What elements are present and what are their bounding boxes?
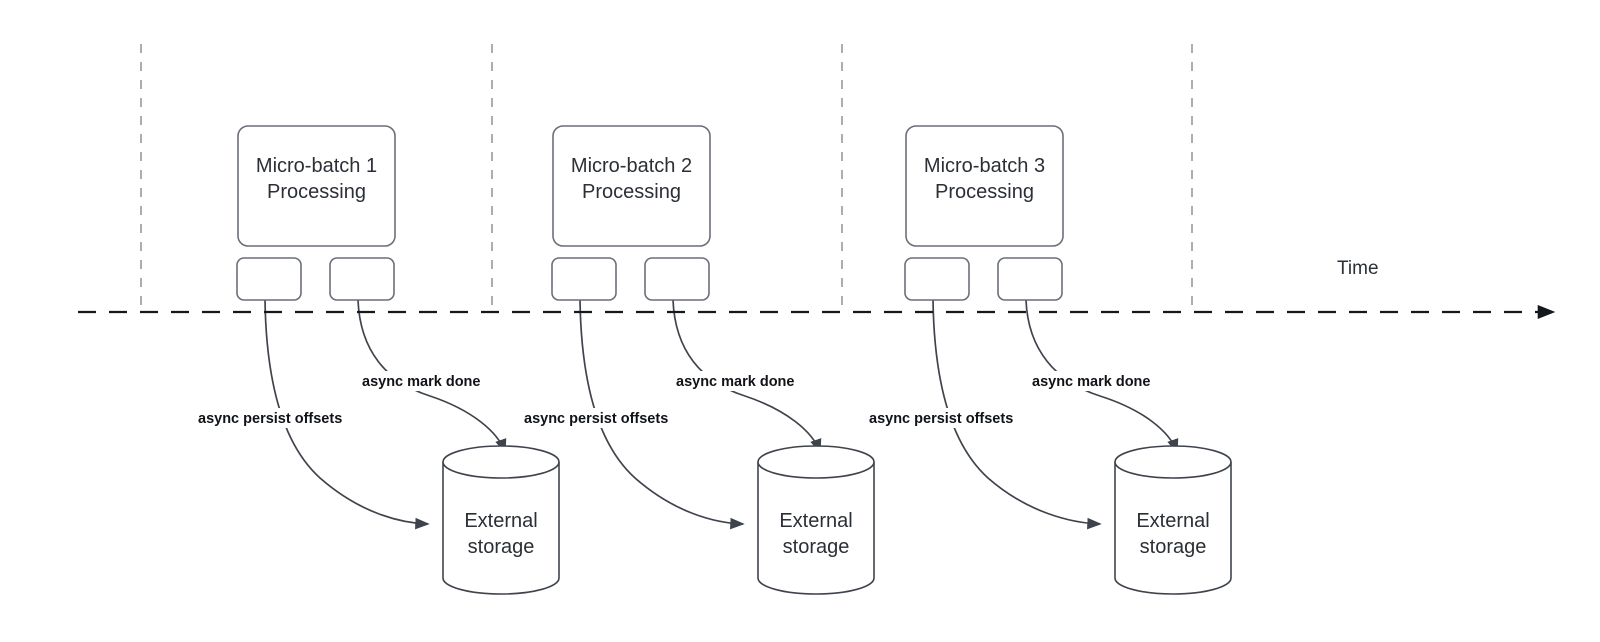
micro-batch-1-box[interactable] (237, 125, 396, 247)
storage-cylinder-body-3 (1114, 462, 1232, 595)
storage-cylinder-body-2 (757, 462, 875, 595)
edge-label-mark-done-3: async mark done (1032, 374, 1150, 390)
timeline-axis: Time (78, 258, 1556, 320)
label-knockout (865, 408, 1045, 428)
external-storage-3-label-line1: External (1136, 510, 1209, 532)
flow-persist-offsets-1 (264, 299, 430, 530)
flow-persist-offsets-3 (932, 299, 1102, 530)
edge-label-mark-done-1: async mark done (362, 374, 480, 390)
micro-batch-2-box[interactable] (552, 125, 711, 247)
micro-batch-3-box[interactable] (905, 125, 1064, 247)
edge-label-persist-offsets-2: async persist offsets (524, 411, 668, 427)
external-storage-3[interactable]: External storage (1114, 445, 1232, 595)
micro-batch-group-3: Micro-batch 3 Processing External storag… (904, 125, 1232, 595)
external-storage-3-label-line2: storage (1140, 536, 1207, 558)
boundary-lines (140, 44, 1193, 312)
flow-mark-done-1 (357, 299, 507, 454)
mark-done-task-2[interactable] (644, 257, 710, 301)
external-storage-1-label-line2: storage (468, 536, 535, 558)
edge-label-mark-done-2: async mark done (676, 374, 794, 390)
micro-batch-3-label-line2: Processing (935, 181, 1034, 203)
storage-cylinder-top-1 (442, 445, 560, 479)
storage-cylinder-body-1 (442, 462, 560, 595)
external-storage-1[interactable]: External storage (442, 445, 560, 595)
persist-offsets-task-2[interactable] (551, 257, 617, 301)
flow-mark-done-3 (1025, 299, 1179, 454)
flow-edges (264, 299, 1179, 530)
timeline-label: Time (1337, 258, 1379, 279)
micro-batch-2-label-line2: Processing (582, 181, 681, 203)
label-knockout (520, 408, 700, 428)
edge-label-persist-offsets-1: async persist offsets (198, 411, 342, 427)
edge-labels: async persist offsets async mark done as… (194, 371, 1172, 428)
label-knockout (358, 371, 502, 391)
mark-done-task-1[interactable] (329, 257, 395, 301)
micro-batch-1-label-line2: Processing (267, 181, 366, 203)
storage-cylinder-top-3 (1114, 445, 1232, 479)
flow-mark-done-2 (672, 299, 822, 454)
micro-batch-2-label-line1: Micro-batch 2 (571, 155, 692, 177)
micro-batch-group-2: Micro-batch 2 Processing External storag… (551, 125, 875, 595)
mark-done-task-3[interactable] (997, 257, 1063, 301)
edge-label-persist-offsets-3: async persist offsets (869, 411, 1013, 427)
micro-batch-3-label-line1: Micro-batch 3 (924, 155, 1045, 177)
micro-batch-group-1: Micro-batch 1 Processing External storag… (236, 125, 560, 595)
label-knockout (672, 371, 816, 391)
label-knockout (1028, 371, 1172, 391)
micro-batch-1-label-line1: Micro-batch 1 (256, 155, 377, 177)
storage-cylinder-top-2 (757, 445, 875, 479)
external-storage-1-label-line1: External (464, 510, 537, 532)
external-storage-2-label-line1: External (779, 510, 852, 532)
persist-offsets-task-1[interactable] (236, 257, 302, 301)
external-storage-2-label-line2: storage (783, 536, 850, 558)
label-knockout (194, 408, 374, 428)
flow-persist-offsets-2 (579, 299, 745, 530)
persist-offsets-task-3[interactable] (904, 257, 970, 301)
external-storage-2[interactable]: External storage (757, 445, 875, 595)
